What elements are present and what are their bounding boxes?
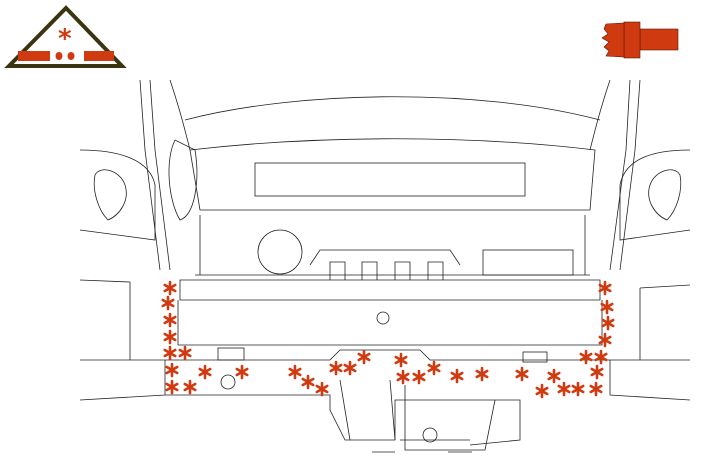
sealant-marker-icon: [394, 352, 408, 368]
sealant-marker-icon: [163, 312, 177, 328]
sealant-marker-icon: [475, 366, 489, 382]
sealant-marker-icon: [315, 381, 329, 397]
sealant-marker-icon: [557, 381, 571, 397]
sealant-marker-icon: [535, 383, 549, 399]
sealant-marker-icon: [357, 349, 371, 365]
sealant-marker-icon: [600, 299, 614, 315]
sealant-marker-icon: [163, 280, 177, 296]
sealant-marker-icon: [594, 349, 608, 365]
sealant-marker-icon: [590, 364, 604, 380]
sealant-marker-icon: [343, 360, 357, 376]
sealant-marker-icon: [598, 332, 612, 348]
sealant-marker-icon: [163, 345, 177, 361]
sealant-marker-icon: [198, 364, 212, 380]
sealant-marker-icon: [288, 364, 302, 380]
sealant-marker-icon: [601, 315, 615, 331]
car-rear-outline: [79, 79, 691, 453]
sealant-markers: [161, 280, 615, 399]
sealant-marker-icon: [329, 360, 343, 376]
sealant-marker-icon: [571, 381, 585, 397]
sealant-marker-icon: [547, 368, 561, 384]
sealant-marker-icon: [235, 364, 249, 380]
sealant-marker-icon: [161, 295, 175, 311]
sealant-marker-icon: [589, 381, 603, 397]
sealant-marker-icon: [515, 366, 529, 382]
sealant-marker-icon: [396, 369, 410, 385]
sealant-marker-icon: [579, 349, 593, 365]
sealant-marker-icon: [427, 360, 441, 376]
sealant-marker-icon: [163, 329, 177, 345]
sealant-marker-icon: [165, 362, 179, 378]
sealant-marker-icon: [598, 280, 612, 296]
sealant-marker-icon: [165, 379, 179, 395]
sealant-marker-icon: [450, 368, 464, 384]
sealant-marker-icon: [412, 369, 426, 385]
sealant-marker-icon: [183, 379, 197, 395]
sealant-warning-triangle-icon: *: [4, 5, 127, 68]
sealant-marker-icon: [301, 374, 315, 390]
sealant-marker-icon: [178, 345, 192, 361]
warning-asterisk: *: [58, 24, 72, 54]
sealant-nozzle-icon: [601, 21, 679, 59]
